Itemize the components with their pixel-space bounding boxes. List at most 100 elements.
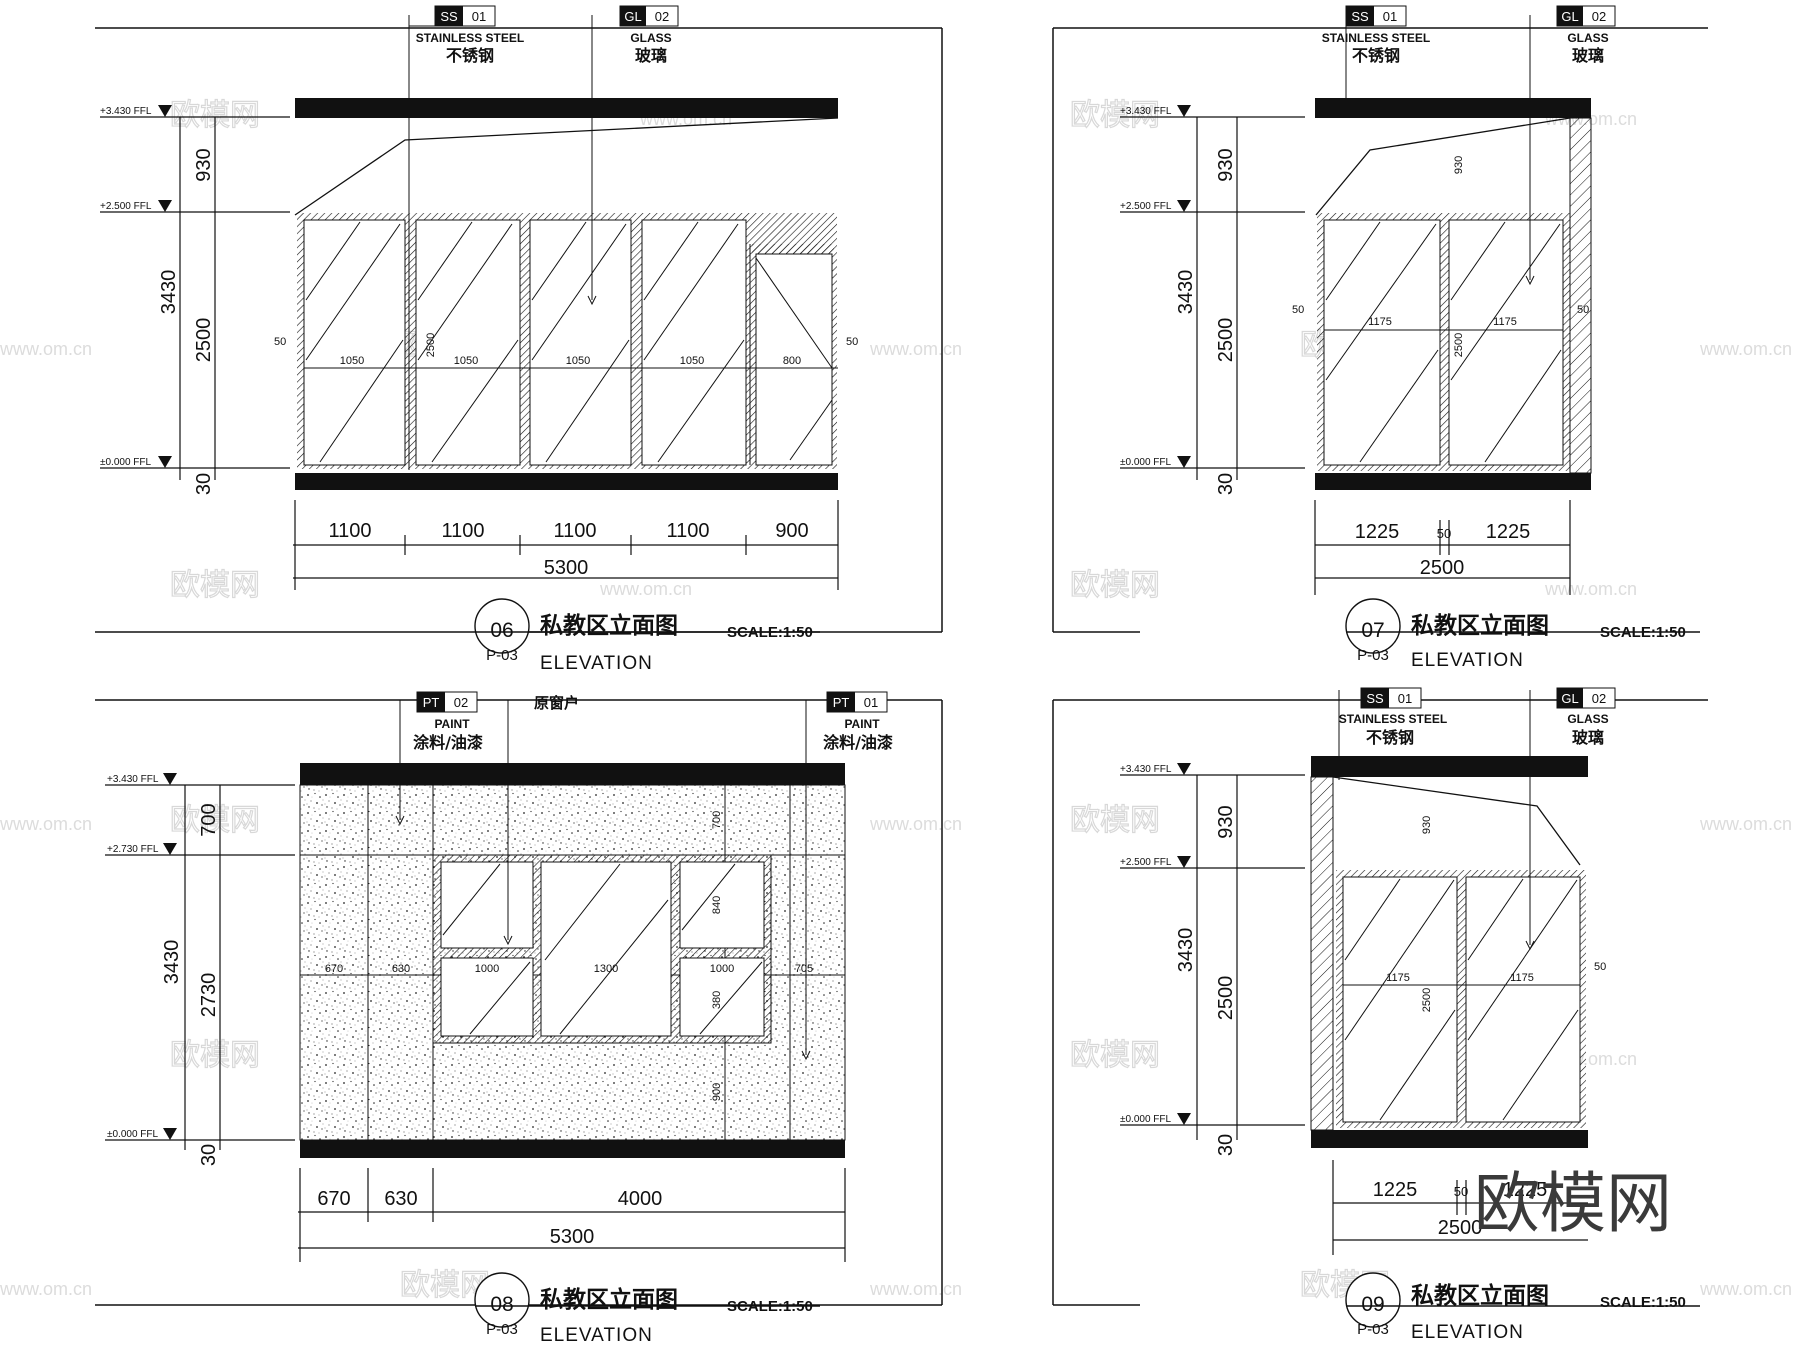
- hdim-2: 1100: [553, 520, 596, 542]
- inner-dim: 50: [1594, 961, 1606, 973]
- material-en: GLASS: [1567, 712, 1608, 726]
- inner-dim: 1050: [340, 355, 364, 367]
- tag-num: 01: [864, 695, 878, 710]
- hdim: 1225: [1503, 1179, 1548, 1201]
- watermark-url: www.om.cn: [869, 1279, 962, 1299]
- watermark-url: www.om.cn: [1699, 814, 1792, 834]
- vdim: 930: [1215, 805, 1237, 838]
- vdim-2500: 2500: [193, 318, 215, 363]
- tag-num: 02: [1592, 691, 1606, 706]
- inner-dim: 1175: [1386, 972, 1410, 984]
- drawing-scale: SCALE:1:50: [1600, 624, 1686, 641]
- watermark-text: 欧模网: [1070, 568, 1160, 603]
- hdim: 1225: [1373, 1179, 1418, 1201]
- elevation-08: +3.430 FFL +2.730 FFL ±0.000 FFL 700 273…: [95, 691, 943, 1346]
- hdim: 1225: [1355, 521, 1400, 543]
- tag-code: SS: [1351, 9, 1369, 24]
- drawing-subtitle: ELEVATION: [540, 1325, 653, 1346]
- vdim: 3430: [161, 940, 183, 985]
- inner-dim: 630: [392, 963, 410, 975]
- sheet-ref: P-03: [1357, 1321, 1389, 1338]
- inner-dim: 670: [325, 963, 343, 975]
- inner-dim: 1000: [710, 963, 734, 975]
- watermark-text: 欧模网: [170, 568, 260, 603]
- material-cn: 不锈钢: [1352, 46, 1400, 65]
- level-top: +3.430 FFL: [100, 106, 152, 117]
- vdim-30: 30: [193, 473, 215, 495]
- vdim: 700: [198, 803, 220, 836]
- inner-dim: 1175: [1493, 316, 1517, 328]
- inner-dim: 2500: [1421, 988, 1433, 1012]
- watermark-url: www.om.cn: [1699, 1279, 1792, 1299]
- level-top: +3.430 FFL: [1120, 764, 1172, 775]
- inner-dim: 900: [711, 1083, 723, 1101]
- tag-num: 02: [454, 695, 468, 710]
- tag-num: 02: [1592, 9, 1606, 24]
- vdim: 30: [198, 1144, 220, 1166]
- drawing-number: 08: [490, 1293, 513, 1316]
- hdim: 1225: [1486, 521, 1531, 543]
- level-top: +3.430 FFL: [1120, 106, 1172, 117]
- hdim-0: 1100: [328, 520, 371, 542]
- material-en: GLASS: [1567, 31, 1608, 45]
- drawing-number: 09: [1361, 1293, 1384, 1316]
- inner-dim: 700: [711, 811, 723, 829]
- inner-dim: 930: [1453, 156, 1465, 174]
- inner-dim: 50: [274, 336, 286, 348]
- material-en: STAINLESS STEEL: [416, 31, 524, 45]
- tag-num: 01: [1398, 691, 1412, 706]
- vdim: 30: [1215, 1134, 1237, 1156]
- material-cn: 涂料/油漆: [413, 733, 483, 752]
- inner-dim: 705: [795, 963, 813, 975]
- vdim: 2500: [1215, 318, 1237, 363]
- drawing-scale: SCALE:1:50: [1600, 1294, 1686, 1311]
- material-en: STAINLESS STEEL: [1339, 712, 1447, 726]
- level-top: +3.430 FFL: [107, 774, 159, 785]
- tag-code: PT: [833, 695, 850, 710]
- tag-code: SS: [1366, 691, 1384, 706]
- hdim-total: 2500: [1420, 557, 1465, 579]
- tag-num: 01: [1383, 9, 1397, 24]
- inner-dim: 2500: [425, 333, 437, 357]
- hdim-total: 5300: [544, 557, 589, 579]
- tag-num: 02: [655, 9, 669, 24]
- inner-dim: 1050: [680, 355, 704, 367]
- drawing-subtitle: ELEVATION: [540, 653, 653, 674]
- inner-dim: 1175: [1510, 972, 1534, 984]
- inner-dim: 1050: [566, 355, 590, 367]
- inner-dim: 1000: [475, 963, 499, 975]
- vdim-930: 930: [193, 148, 215, 181]
- tag-code: PT: [423, 695, 440, 710]
- hdim: 630: [384, 1188, 417, 1210]
- inner-dim: 800: [783, 355, 801, 367]
- tag-code: GL: [1561, 691, 1578, 706]
- note-original-window: 原窗户: [534, 694, 579, 712]
- watermark-url: www.om.cn: [0, 1279, 92, 1299]
- level-mid: +2.500 FFL: [1120, 201, 1172, 212]
- inner-dim: 50: [1577, 304, 1589, 316]
- material-cn: 不锈钢: [446, 46, 494, 65]
- watermark-logo: 欧模网: [1474, 1165, 1672, 1242]
- watermark-url: www.om.cn: [1699, 339, 1792, 359]
- hdim: 50: [1454, 1184, 1468, 1199]
- hdim: 670: [317, 1188, 350, 1210]
- level-floor: ±0.000 FFL: [100, 457, 152, 468]
- watermark-text: 欧模网: [1070, 98, 1160, 133]
- vdim-3430: 3430: [158, 270, 180, 315]
- watermark-url: www.om.cn: [599, 579, 692, 599]
- elevation-07: +3.430 FFL +2.500 FFL ±0.000 FFL 930 250…: [1052, 5, 1708, 671]
- drawing-title: 私教区立面图: [540, 1286, 678, 1313]
- tag-code: GL: [1561, 9, 1578, 24]
- level-floor: ±0.000 FFL: [1120, 457, 1172, 468]
- vdim: 930: [1215, 148, 1237, 181]
- drawing-subtitle: ELEVATION: [1411, 650, 1524, 671]
- watermark-text: 欧模网: [1070, 1038, 1160, 1073]
- hdim-4: 900: [775, 520, 808, 542]
- hdim: 4000: [618, 1188, 663, 1210]
- watermark-url: www.om.cn: [869, 339, 962, 359]
- watermark-url: www.om.cn: [0, 814, 92, 834]
- drawing-title: 私教区立面图: [1411, 1282, 1549, 1309]
- inner-dim: 50: [1292, 304, 1304, 316]
- tag-num: 01: [472, 9, 486, 24]
